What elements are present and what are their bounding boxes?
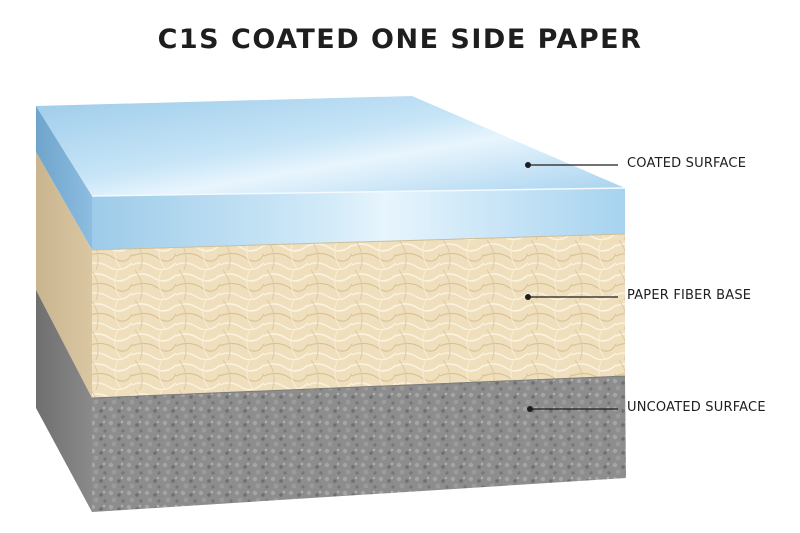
diagram-title: C1S COATED ONE SIDE PAPER <box>157 24 643 55</box>
coated-layer-front-face <box>92 188 625 250</box>
label-coated-surface: COATED SURFACE <box>627 156 747 171</box>
fiber-layer-front-face <box>92 234 625 398</box>
uncoated-layer-front-face <box>92 376 626 512</box>
label-uncoated-surface: UNCOATED SURFACE <box>627 400 766 415</box>
leader-line-fiber <box>525 294 618 300</box>
label-paper-fiber-base: PAPER FIBER BASE <box>627 288 752 303</box>
coated-layer-side-face <box>36 106 92 250</box>
leader-line-uncoated <box>527 406 618 412</box>
fiber-layer-side-face <box>36 152 92 398</box>
coated-layer-top-face <box>36 96 625 196</box>
leader-line-coated <box>525 162 618 168</box>
uncoated-layer-side-face <box>36 290 92 512</box>
